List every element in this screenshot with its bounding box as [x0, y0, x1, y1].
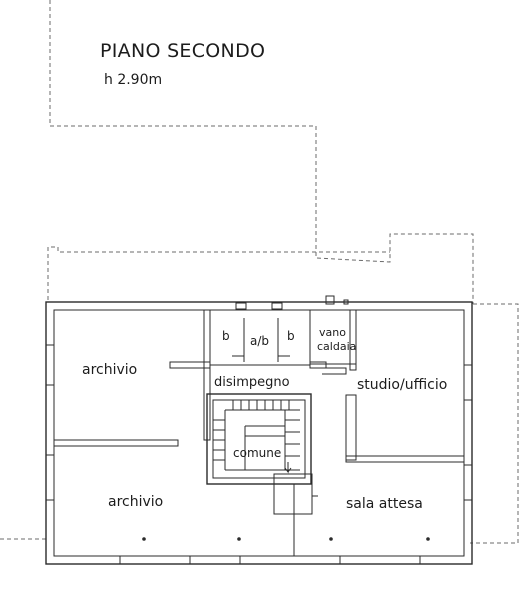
- ceiling-height: h 2.90m: [104, 72, 162, 88]
- outer-walls: [45, 301, 473, 565]
- room-archivio-top: archivio: [82, 362, 137, 378]
- room-bath-mid: a/b: [250, 334, 269, 348]
- room-vano-label: vano: [319, 326, 346, 339]
- floor-title: PIANO SECONDO: [100, 40, 265, 62]
- room-archivio-bottom: archivio: [108, 494, 163, 510]
- room-bath-right: b: [287, 329, 295, 343]
- room-comune: comune: [233, 446, 281, 460]
- room-sala-attesa: sala attesa: [346, 496, 423, 512]
- staircase: [213, 400, 300, 474]
- interior-walls: [53, 295, 465, 556]
- room-bath-left: b: [222, 329, 230, 343]
- light-points: [142, 537, 430, 541]
- room-disimpegno: disimpegno: [214, 375, 290, 390]
- room-studio-ufficio: studio/ufficio: [357, 377, 447, 393]
- room-caldaia-label: caldaia: [317, 340, 356, 353]
- property-boundary: [0, 0, 519, 544]
